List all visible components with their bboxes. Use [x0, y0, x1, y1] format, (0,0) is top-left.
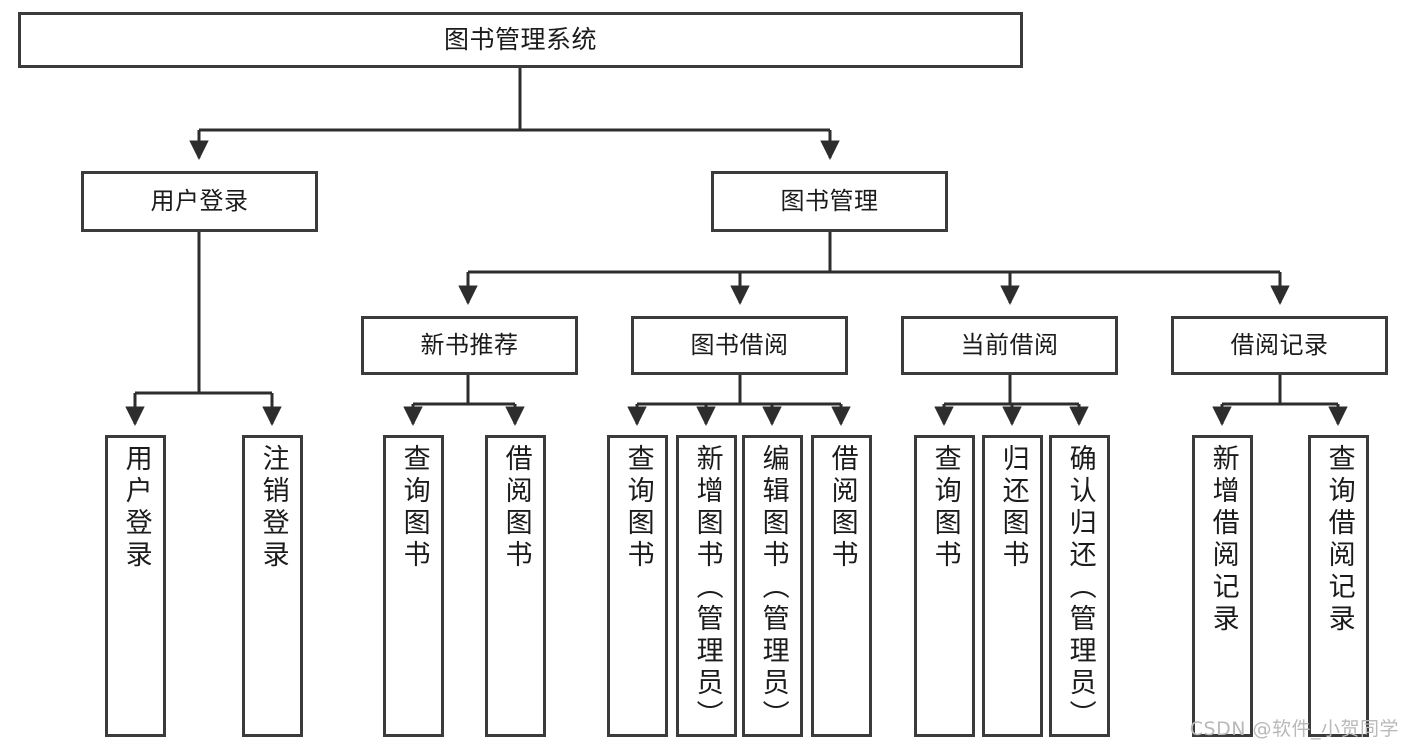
leaf-book-borrow-add-book-admin[interactable]: 新增图书（管理员）	[676, 435, 737, 737]
leaf-borrow-record-add-record[interactable]: 新增借阅记录	[1192, 435, 1253, 737]
leaf-new-book-borrow-book[interactable]: 借阅图书	[485, 435, 546, 737]
node-label: 借阅图书	[826, 444, 858, 572]
node-label: 编辑图书（管理员）	[757, 444, 789, 732]
node-label: 图书管理	[780, 187, 879, 216]
node-label: 查询借阅记录	[1323, 444, 1355, 636]
leaf-current-borrow-query-book[interactable]: 查询图书	[914, 435, 975, 737]
node-label: 图书借阅	[690, 331, 789, 360]
node-label: 归还图书	[997, 444, 1029, 572]
node-borrow-record[interactable]: 借阅记录	[1171, 316, 1388, 375]
csdn-watermark: CSDN @软件_小贺同学	[1189, 718, 1399, 740]
leaf-user-login-login[interactable]: 用户登录	[105, 435, 166, 737]
node-label: 用户登录	[120, 444, 152, 572]
leaf-book-borrow-borrow-book[interactable]: 借阅图书	[811, 435, 872, 737]
leaf-current-borrow-confirm-return-admin[interactable]: 确认归还（管理员）	[1049, 435, 1110, 737]
leaf-book-borrow-edit-book-admin[interactable]: 编辑图书（管理员）	[742, 435, 803, 737]
node-label: 查询图书	[929, 444, 961, 572]
node-book-management[interactable]: 图书管理	[711, 171, 948, 232]
leaf-borrow-record-query-record[interactable]: 查询借阅记录	[1308, 435, 1369, 737]
node-label: 当前借阅	[960, 331, 1059, 360]
node-book-borrow[interactable]: 图书借阅	[631, 316, 848, 375]
node-label: 注销登录	[257, 444, 289, 572]
node-label: 新增图书（管理员）	[691, 444, 723, 732]
node-new-book-recommend[interactable]: 新书推荐	[361, 316, 578, 375]
node-label: 借阅记录	[1230, 331, 1329, 360]
node-root-book-management-system[interactable]: 图书管理系统	[18, 12, 1023, 68]
node-user-login[interactable]: 用户登录	[81, 171, 318, 232]
node-label: 图书管理系统	[443, 25, 597, 55]
node-label: 新增借阅记录	[1207, 444, 1239, 636]
node-label: 用户登录	[150, 187, 249, 216]
leaf-new-book-query-book[interactable]: 查询图书	[383, 435, 444, 737]
node-label: 查询图书	[398, 444, 430, 572]
leaf-book-borrow-query-book[interactable]: 查询图书	[607, 435, 668, 737]
leaf-user-login-logout[interactable]: 注销登录	[242, 435, 303, 737]
node-label: 新书推荐	[420, 331, 519, 360]
node-label: 借阅图书	[500, 444, 532, 572]
node-label: 查询图书	[622, 444, 654, 572]
node-label: 确认归还（管理员）	[1064, 444, 1096, 732]
leaf-current-borrow-return-book[interactable]: 归还图书	[982, 435, 1043, 737]
node-current-borrow[interactable]: 当前借阅	[901, 316, 1118, 375]
